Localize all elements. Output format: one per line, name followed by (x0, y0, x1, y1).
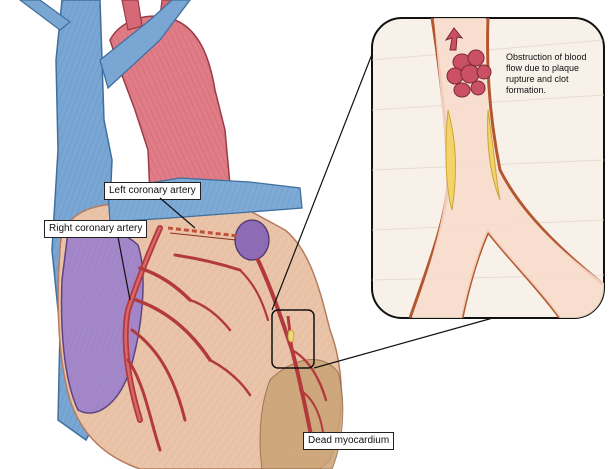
obstruction-label: Obstruction of blood flow due to plaque … (506, 52, 598, 96)
left-coronary-artery-label: Left coronary artery (104, 182, 201, 200)
dead-myocardium-label: Dead myocardium (303, 432, 394, 450)
right-coronary-artery-label: Right coronary artery (44, 220, 147, 238)
left-atrial-appendage (235, 220, 269, 260)
aorta (110, 0, 230, 195)
